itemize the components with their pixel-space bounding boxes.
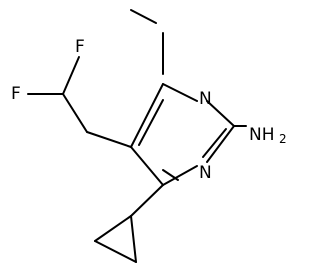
bond-cf2-f-top — [62, 56, 80, 95]
amine-label: NH — [249, 125, 275, 145]
nitrogen-top-label: N — [199, 89, 212, 109]
bond-c5-c6-outer — [130, 83, 164, 148]
bond-c2-n3-inner — [202, 128, 227, 158]
fluorine-top-label: F — [75, 37, 85, 57]
bond-n1-c2 — [206, 100, 235, 127]
bond-cyclopropyl-1 — [94, 215, 132, 242]
fluorine-left-label: F — [11, 84, 21, 104]
nitrogen-bottom-label: N — [199, 163, 212, 183]
bond-c4-c3-inner — [162, 169, 179, 181]
bond-c5-ch2 — [86, 131, 132, 148]
amine-subscript: 2 — [279, 132, 287, 146]
bond-cyclopropyl-3 — [130, 215, 137, 263]
bond-cyclopropyl-2 — [94, 240, 137, 263]
bond-c5-c6-inner — [138, 99, 164, 146]
bond-c4-c5 — [130, 146, 164, 186]
bond-c4-cyclopropyl — [130, 184, 164, 217]
bond-c6-n1 — [162, 83, 198, 102]
bond-c2-n3-outer — [206, 125, 235, 163]
bond-n3-c4 — [162, 165, 198, 186]
bond-methyl-oxygen — [130, 9, 157, 24]
bond-ch2-cf2 — [62, 93, 88, 133]
